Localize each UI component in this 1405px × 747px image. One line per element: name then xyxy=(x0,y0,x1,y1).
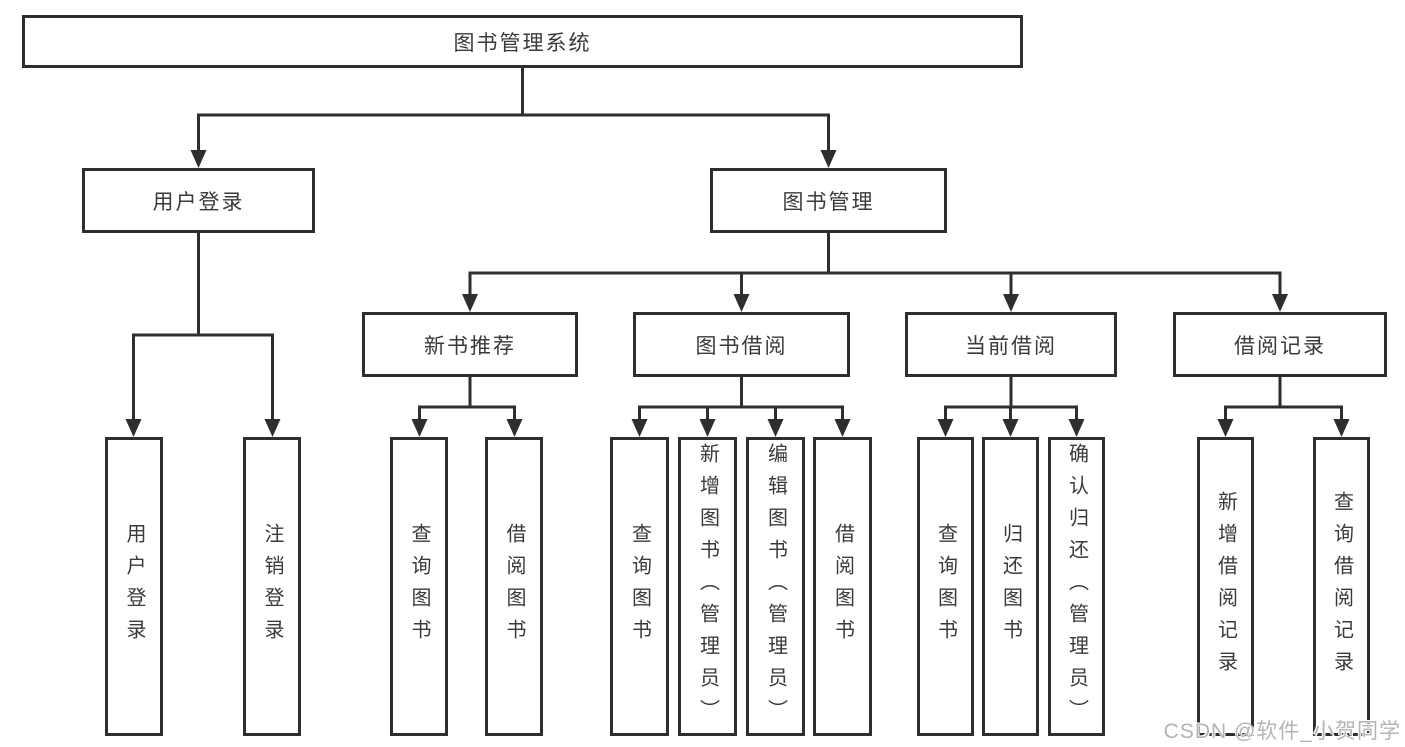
leaf-user-login: 用户登录 xyxy=(105,437,163,736)
node-label: 用户登录 xyxy=(123,522,145,651)
leaf-nb-borrow-books: 借阅图书 xyxy=(485,437,543,736)
leaf-nb-query-books: 查询图书 xyxy=(390,437,448,736)
leaf-cb-query-books: 查询图书 xyxy=(917,437,974,736)
leaf-br-add-record: 新增借阅记录 xyxy=(1197,437,1254,736)
node-label: 当前借阅 xyxy=(965,334,1057,358)
watermark: CSDN @软件_小贺同学 xyxy=(1163,720,1401,743)
edges-book-borrow-children xyxy=(631,377,851,437)
edges-current-borrow-children xyxy=(937,377,1085,437)
node-label: 图书管理 xyxy=(782,190,875,214)
node-label: 查询图书 xyxy=(628,522,651,651)
node-label: 查询图书 xyxy=(408,522,430,651)
node-label: 归还图书 xyxy=(999,522,1022,651)
node-root: 图书管理系统 xyxy=(22,15,1023,68)
node-label: 新书推荐 xyxy=(424,334,516,358)
node-user-login: 用户登录 xyxy=(82,168,315,233)
node-label: 新增借阅记录 xyxy=(1214,490,1237,683)
leaf-bb-query-books: 查询图书 xyxy=(610,437,669,736)
node-new-book-rec: 新书推荐 xyxy=(362,312,578,377)
leaf-bb-add-books-admin: 新增图书（管理员） xyxy=(678,437,737,736)
edges-book-mgmt-children xyxy=(462,233,1288,312)
leaf-cb-confirm-return-admin: 确认归还（管理员） xyxy=(1048,437,1105,736)
node-label: 借阅记录 xyxy=(1234,334,1326,358)
node-label: 借阅图书 xyxy=(503,522,525,651)
leaf-bb-borrow-books: 借阅图书 xyxy=(813,437,872,736)
node-label: 编辑图书（管理员） xyxy=(764,442,787,731)
node-label: 注销登录 xyxy=(261,522,283,651)
node-label: 新增图书（管理员） xyxy=(696,442,719,731)
node-current-borrow: 当前借阅 xyxy=(905,312,1117,377)
node-label: 查询图书 xyxy=(934,522,957,651)
node-label: 查询借阅记录 xyxy=(1330,490,1353,683)
node-label: 图书管理系统 xyxy=(453,31,592,55)
edges-borrow-record-children xyxy=(1217,377,1350,437)
node-label: 确认归还（管理员） xyxy=(1065,442,1088,731)
node-label: 借阅图书 xyxy=(831,522,854,651)
edges-new-book-rec-children xyxy=(411,377,523,437)
leaf-br-query-record: 查询借阅记录 xyxy=(1313,437,1370,736)
edges-user-login-children xyxy=(125,233,281,437)
node-label: 图书借阅 xyxy=(695,334,788,358)
node-label: 用户登录 xyxy=(152,190,245,214)
leaf-bb-edit-books-admin: 编辑图书（管理员） xyxy=(746,437,805,736)
edges-root-to-level2 xyxy=(190,68,837,168)
node-book-mgmt: 图书管理 xyxy=(710,168,947,233)
node-borrow-record: 借阅记录 xyxy=(1173,312,1387,377)
leaf-cb-return-books: 归还图书 xyxy=(982,437,1039,736)
leaf-logout: 注销登录 xyxy=(243,437,301,736)
node-book-borrow: 图书借阅 xyxy=(633,312,850,377)
